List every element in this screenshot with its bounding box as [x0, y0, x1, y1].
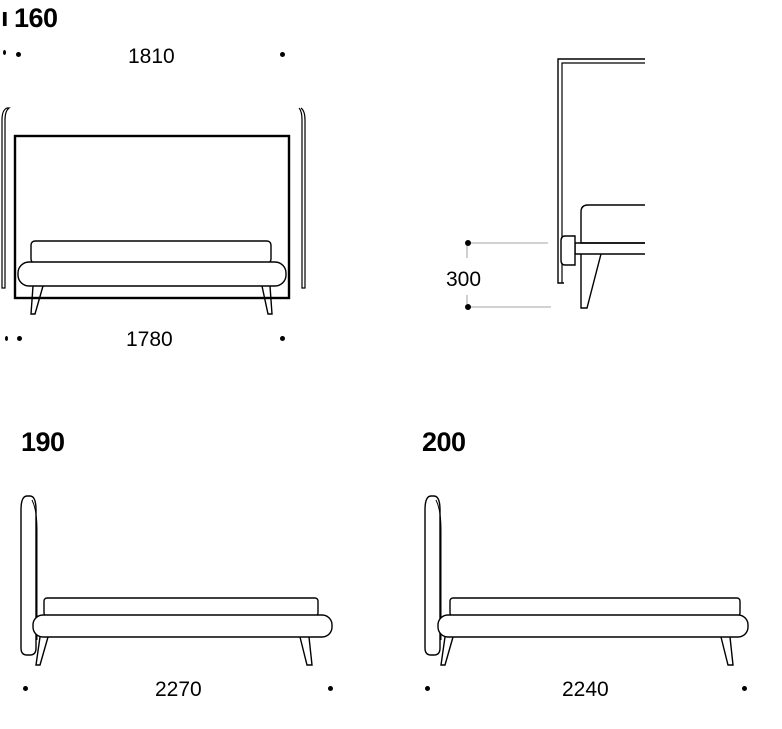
side190-frame	[32, 614, 333, 638]
dim-dot	[17, 336, 22, 341]
dim-frame-width: 1780	[126, 328, 173, 351]
front-view-bed	[1, 107, 306, 315]
side200-headboard-edge	[435, 499, 442, 640]
detail-frame-end	[560, 235, 576, 266]
dim-dot	[280, 52, 285, 57]
dim-length-190: 2270	[155, 678, 202, 701]
side200-front-leg	[440, 636, 454, 666]
dim-dot	[3, 50, 6, 55]
side200-back-leg	[720, 636, 734, 666]
detail-mattress	[580, 204, 645, 244]
size-title-160: 160	[14, 3, 58, 33]
side-view-190	[20, 495, 333, 666]
detail-leg	[580, 253, 602, 309]
front-mattress	[30, 240, 272, 264]
size-title-200: 200	[422, 427, 466, 457]
side200-frame	[437, 614, 749, 638]
dim-dot	[23, 686, 28, 691]
dim-dot	[465, 304, 471, 310]
dim-dot	[16, 52, 21, 57]
dim-length-200: 2240	[562, 678, 609, 701]
detail-headboard-outer	[557, 58, 645, 284]
front-view-partial-glyph: ı	[1, 2, 9, 32]
side-detail-view	[466, 58, 645, 309]
side200-mattress	[449, 597, 741, 617]
side190-headboard	[20, 495, 37, 656]
dim-dot	[5, 336, 8, 341]
dim-dot	[280, 336, 285, 341]
front-right-leg	[261, 285, 273, 315]
dim-dot	[328, 686, 333, 691]
front-headboard	[13, 134, 291, 300]
dim-dot	[425, 686, 430, 691]
dim-leg-height: 300	[446, 268, 482, 291]
side-view-200	[424, 495, 749, 666]
front-left-leg	[30, 285, 44, 315]
dim-dot	[465, 240, 471, 246]
side200-headboard	[424, 495, 441, 656]
side190-headboard-edge	[31, 499, 38, 640]
size-title-190: 190	[21, 427, 65, 457]
front-left-side-panel	[1, 107, 11, 289]
detail-headboard-inner	[561, 62, 645, 283]
dim-dot	[742, 686, 747, 691]
dim-headboard-width: 1810	[128, 45, 175, 68]
side190-back-leg	[299, 636, 313, 666]
detail-frame-top	[574, 242, 645, 255]
side190-front-leg	[35, 636, 49, 666]
side190-mattress	[43, 597, 319, 617]
front-right-side-panel	[298, 107, 306, 289]
front-frame-base	[17, 261, 287, 287]
